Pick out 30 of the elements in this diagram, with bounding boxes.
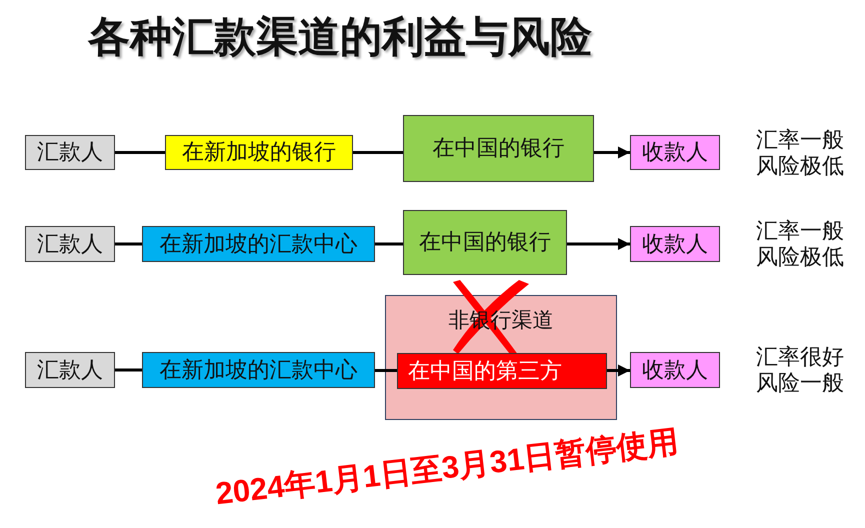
note-text: 风险极低 xyxy=(756,152,844,178)
title: 各种汇款渠道的利益与风险 xyxy=(88,14,592,60)
process-box: 汇款人 xyxy=(25,135,115,170)
process-box: 汇款人 xyxy=(25,226,115,262)
process-box: 在中国的第三方 xyxy=(397,353,607,389)
connector-line xyxy=(375,369,397,372)
note-text: 汇率很好 xyxy=(756,344,844,370)
process-box: 在中国的银行 xyxy=(403,210,567,275)
connector-line xyxy=(115,368,142,372)
process-box: 收款人 xyxy=(630,135,720,170)
process-box: 在新加坡的汇款中心 xyxy=(142,226,375,262)
note-text: 汇率一般 xyxy=(756,126,844,152)
note-text: 风险一般 xyxy=(756,370,844,396)
note-text: 风险极低 xyxy=(756,244,844,270)
connector-line xyxy=(353,151,403,154)
process-box: 在新加坡的银行 xyxy=(165,135,353,170)
arrow xyxy=(594,146,630,158)
connector-line xyxy=(115,151,165,154)
connector-line xyxy=(375,242,403,246)
process-box: 收款人 xyxy=(630,226,720,262)
process-box: 收款人 xyxy=(630,352,720,388)
process-box: 在中国的银行 xyxy=(403,115,594,182)
process-box: 在新加坡的汇款中心 xyxy=(142,352,375,388)
group-box xyxy=(385,295,617,420)
connector-line xyxy=(115,242,142,246)
process-box: 汇款人 xyxy=(25,352,115,388)
arrow xyxy=(607,364,630,376)
note-text: 汇率一般 xyxy=(756,218,844,244)
arrow xyxy=(567,238,630,250)
notice-text: 2024年1月1日至3月31日暂停使用 xyxy=(214,424,680,512)
